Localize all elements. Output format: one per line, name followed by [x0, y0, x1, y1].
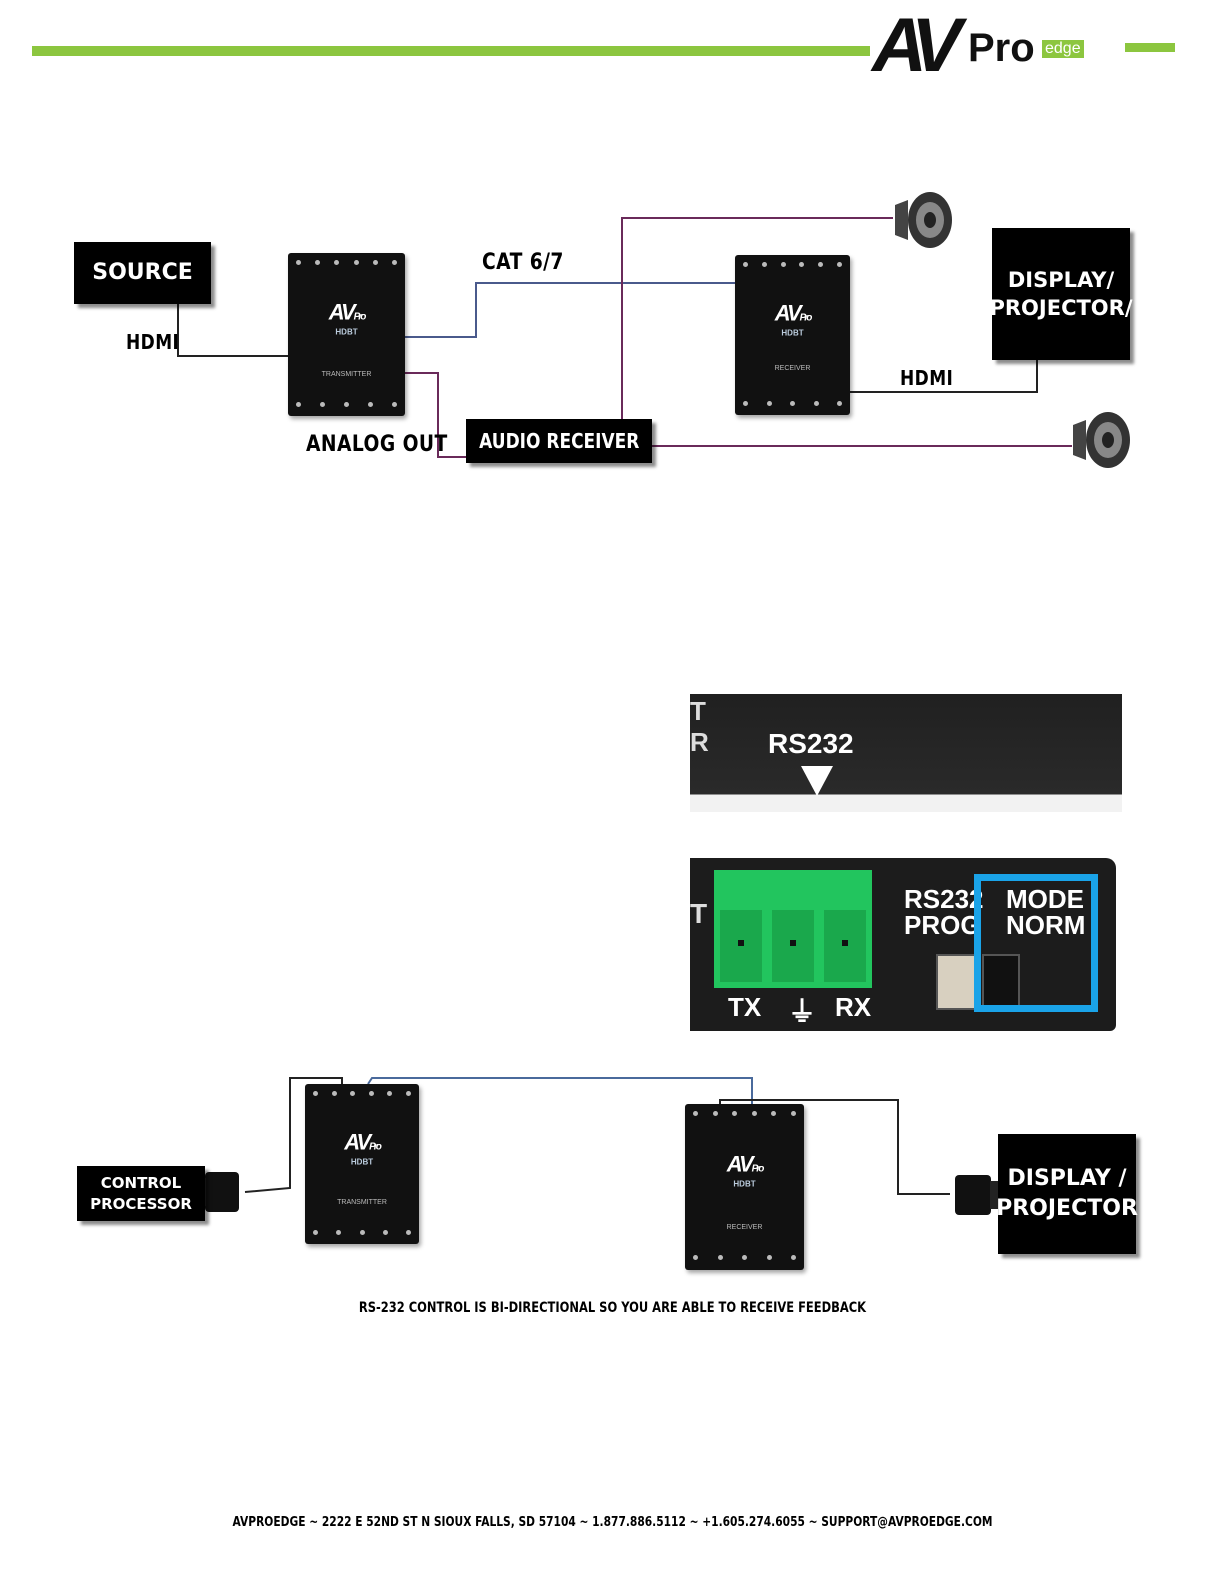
bottom-transmitter-caption: TRANSMITTER — [337, 1199, 387, 1206]
source-box: SOURCE — [74, 242, 211, 304]
analog-wire — [405, 372, 466, 458]
top-diagram-wires — [177, 192, 1130, 468]
rs232-label: RS232 — [768, 728, 854, 759]
speaker-bottom-icon — [1073, 412, 1130, 468]
header-accent-bar-right — [1125, 43, 1175, 52]
audio-receiver-label: AUDIO RECEIVER — [478, 428, 640, 453]
bottom-receiver-caption: RECEIVER — [726, 1224, 763, 1231]
bidirectional-caption: RS-232 CONTROL IS BI-DIRECTIONAL SO YOU … — [358, 1300, 867, 1316]
terminal-photo: T TX ⏚ RX RS232 PROG MODE NORM — [690, 858, 1116, 1031]
ground-icon: ⏚ — [788, 996, 817, 1027]
speaker-top-wire — [621, 217, 893, 419]
hdmi-in-wire — [177, 304, 288, 357]
analog-out-label: ANALOG OUT — [306, 432, 448, 457]
header-accent-bar — [32, 46, 870, 56]
hdmi-out-wire — [850, 360, 1038, 393]
audio-receiver-box: AUDIO RECEIVER — [466, 419, 652, 463]
display-connector-icon — [955, 1175, 1000, 1215]
bottom-display-label-1: DISPLAY / — [1007, 1166, 1127, 1192]
prog-switch[interactable] — [936, 954, 978, 1010]
rs232-prog-label-1: RS232 — [904, 884, 984, 914]
control-processor-box: CONTROL PROCESSOR — [77, 1166, 205, 1221]
mode-label-2: NORM — [1006, 910, 1086, 940]
logo-edge: edge — [1042, 40, 1084, 58]
rx-label: RX — [835, 992, 872, 1022]
rs232-arrow-icon — [801, 766, 833, 796]
display-label-line1: DISPLAY/ — [1007, 267, 1115, 292]
display-box-bottom: DISPLAY / PROJECTOR — [996, 1134, 1138, 1254]
mode-label-1: MODE — [1006, 884, 1084, 914]
control-label-1: CONTROL — [100, 1174, 182, 1193]
receiver-caption: RECEIVER — [774, 365, 811, 372]
control-wire — [244, 1077, 343, 1193]
hdmi-out-label: HDMI — [900, 366, 954, 390]
display-label-line2: PROJECTOR/ — [989, 296, 1133, 320]
cat-label: CAT 6/7 — [482, 250, 564, 275]
transmitter-caption: TRANSMITTER — [321, 371, 372, 378]
source-label: SOURCE — [92, 260, 193, 286]
logo-pro: Pro — [968, 26, 1035, 70]
display-wire — [719, 1099, 950, 1195]
page-footer: AVPROEDGE ~ 2222 E 52ND ST N SIOUX FALLS… — [232, 1515, 993, 1530]
rs232-link-wire — [367, 1077, 753, 1104]
brand-logo: AV Pro edge — [872, 3, 1122, 88]
logo-av: AV — [872, 3, 962, 88]
rs232-prog-label-2: PROG — [904, 910, 981, 940]
display-box-top: DISPLAY/ PROJECTOR/ — [989, 228, 1133, 360]
cat-wire — [405, 282, 735, 338]
tx-label: TX — [728, 992, 762, 1022]
hdmi-in-label: HDMI — [126, 330, 180, 354]
speaker-top-icon — [895, 192, 952, 248]
bottom-display-label-2: PROJECTOR — [996, 1196, 1138, 1221]
terminal-block — [714, 870, 872, 988]
control-label-2: PROCESSOR — [90, 1194, 192, 1213]
mode-switch-highlight — [974, 874, 1098, 1012]
